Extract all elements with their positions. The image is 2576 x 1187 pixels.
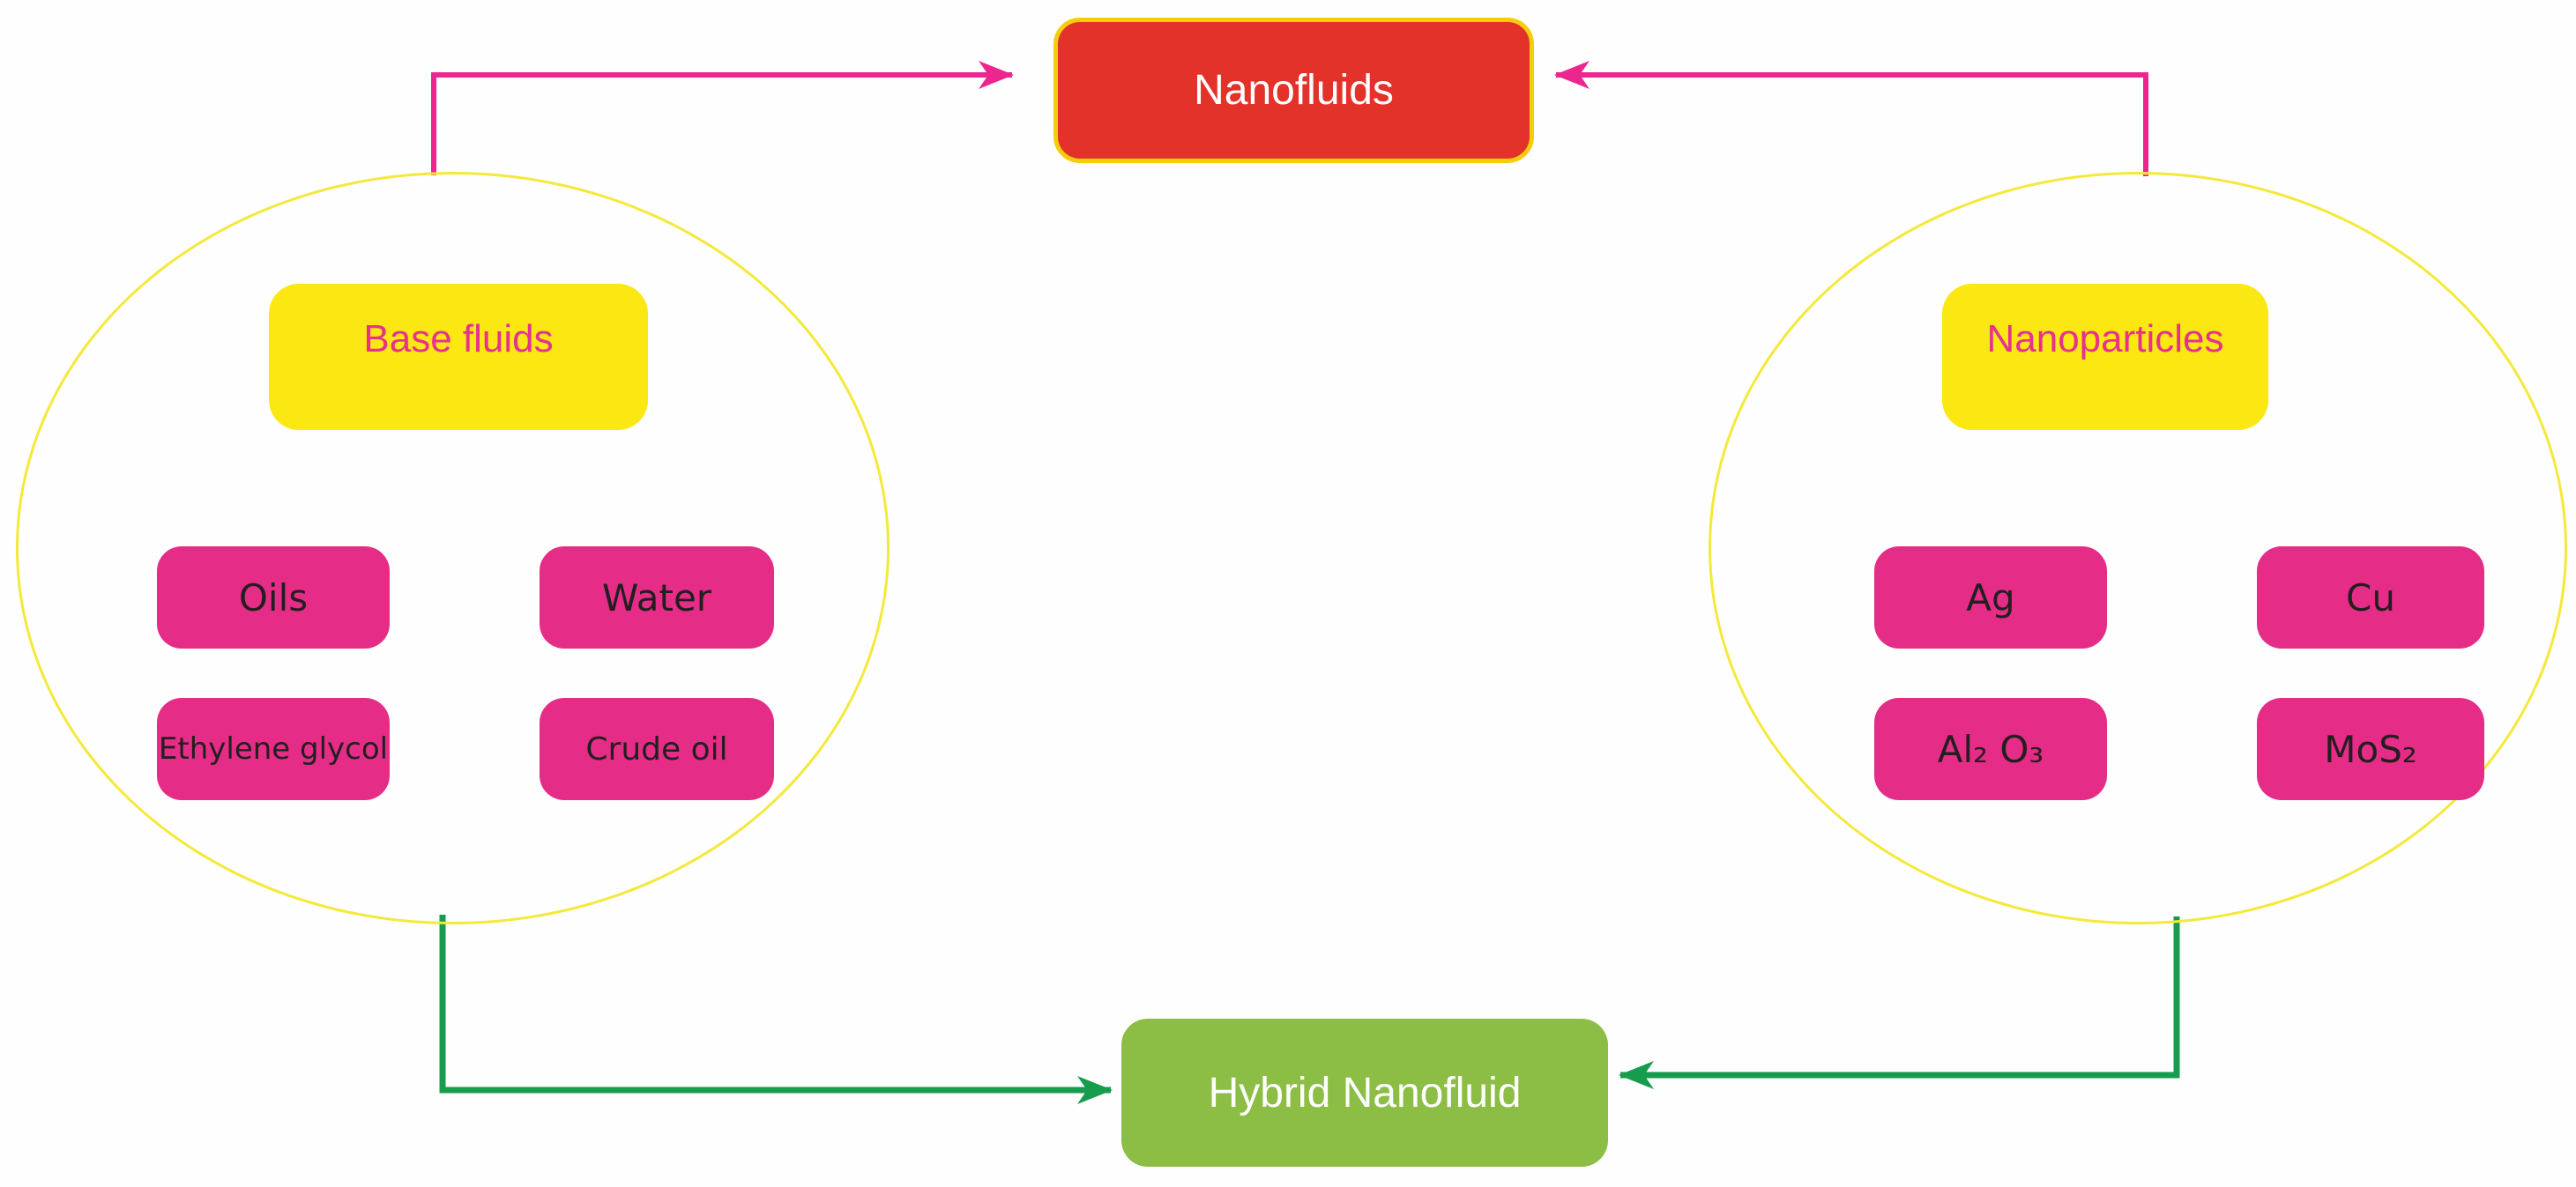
arrow-nanoparticles-to-hybrid <box>1619 916 2180 1089</box>
base-fluid-item-crude-oil: Crude oil <box>540 698 774 800</box>
item-label: Cu <box>2346 575 2395 619</box>
arrow-nanoparticles-to-nanofluids <box>1554 61 2148 176</box>
nanoparticle-item-al2o3: Al₂ O₃ <box>1874 698 2107 800</box>
item-label: Water <box>601 575 712 619</box>
nanoparticle-item-cu: Cu <box>2257 546 2484 649</box>
item-label: Ag <box>1966 575 2015 619</box>
item-label: Al₂ O₃ <box>1937 727 2044 771</box>
nanofluids-label: Nanofluids <box>1194 67 1394 114</box>
hybrid-nanofluid-label: Hybrid Nanofluid <box>1208 1069 1522 1117</box>
nanoparticle-item-ag: Ag <box>1874 546 2107 649</box>
base-fluids-title-label: Base fluids <box>363 317 554 360</box>
base-fluid-item-water: Water <box>540 546 774 649</box>
item-label: Crude oil <box>585 731 728 768</box>
item-label: Ethylene glycol <box>158 731 389 767</box>
hybrid-nanofluid-node: Hybrid Nanofluid <box>1121 1019 1608 1167</box>
nanoparticle-item-mos2: MoS₂ <box>2257 698 2484 800</box>
nanoparticles-ellipse <box>1709 172 2567 924</box>
nanoparticles-title-box: Nanoparticles <box>1942 284 2268 430</box>
base-fluid-item-oils: Oils <box>157 546 390 649</box>
arrow-basefluids-to-nanofluids <box>431 61 1014 175</box>
base-fluids-ellipse <box>16 172 890 924</box>
item-label: MoS₂ <box>2324 727 2417 771</box>
base-fluid-item-ethylene-glycol: Ethylene glycol <box>157 698 390 800</box>
nanofluids-node: Nanofluids <box>1053 18 1534 163</box>
base-fluids-title-box: Base fluids <box>269 284 648 430</box>
item-label: Oils <box>238 575 309 619</box>
nanoparticles-title-label: Nanoparticles <box>1986 317 2224 360</box>
arrow-basefluids-to-hybrid <box>439 915 1113 1104</box>
